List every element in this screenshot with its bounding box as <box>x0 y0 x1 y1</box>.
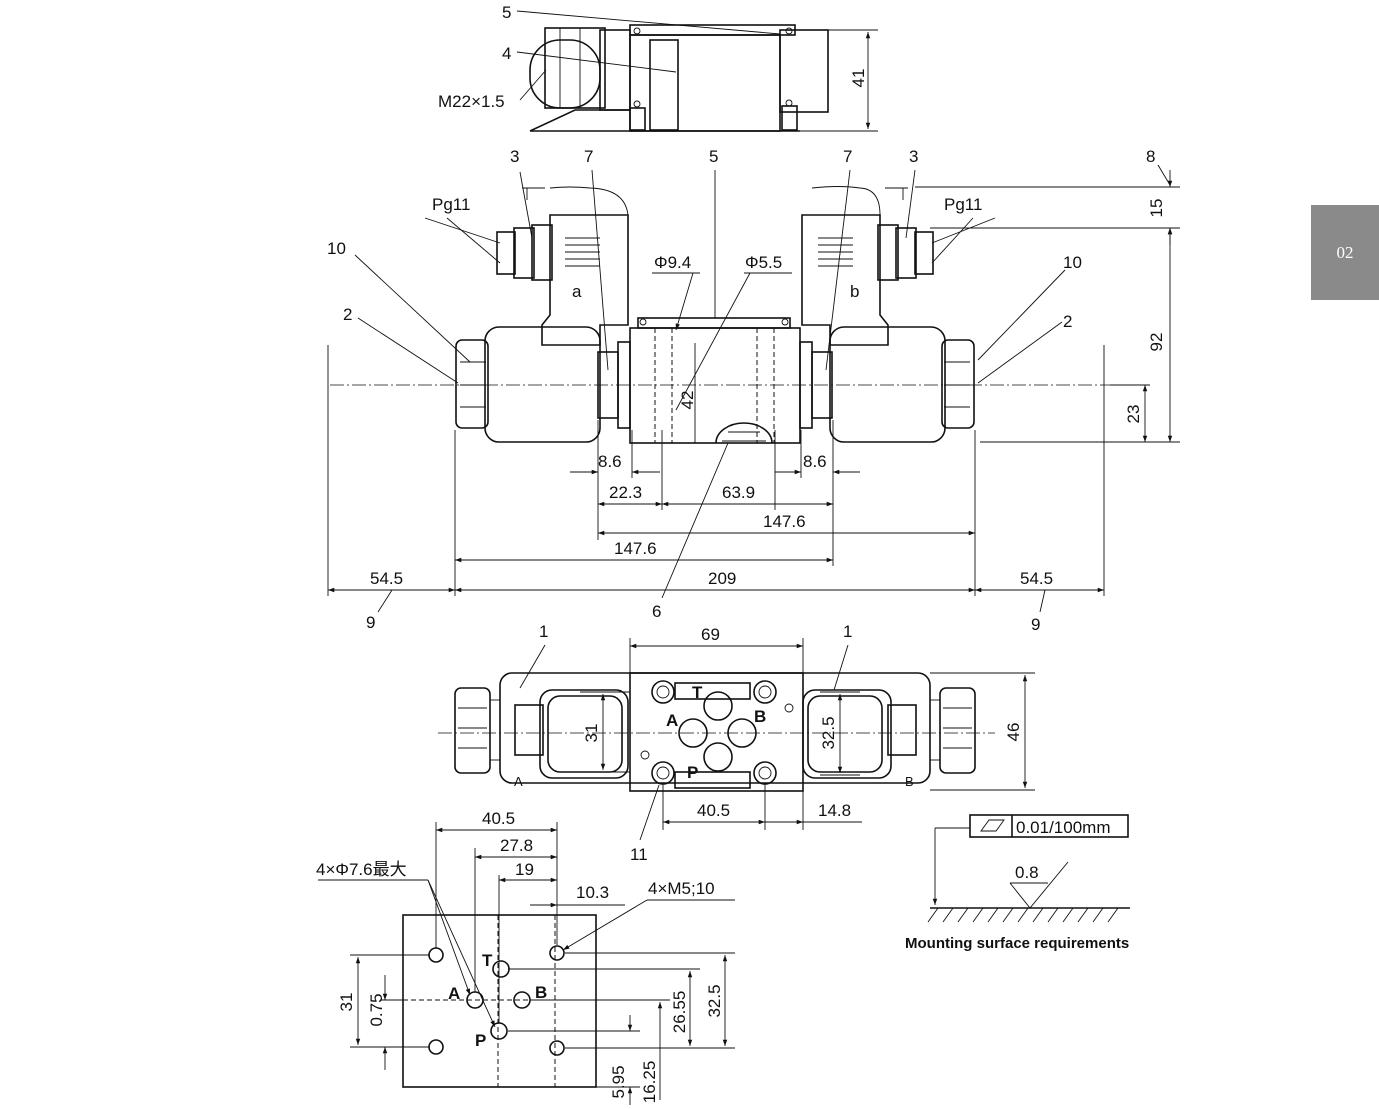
roughness-value: 0.8 <box>1015 863 1039 882</box>
dim-54.5-right: 54.5 <box>1020 569 1053 588</box>
label-2-left: 2 <box>343 305 352 324</box>
label-b: b <box>850 282 859 301</box>
mount-port-p: P <box>475 1031 486 1050</box>
dim-0.75: 0.75 <box>367 993 386 1026</box>
label-m22: M22×1.5 <box>438 92 505 111</box>
dim-69: 69 <box>701 625 720 644</box>
mount-port-t: T <box>482 951 493 970</box>
dim-19: 19 <box>515 860 534 879</box>
label-4: 4 <box>502 44 511 63</box>
dim-26.55: 26.55 <box>670 991 689 1034</box>
dim-41: 41 <box>849 69 868 88</box>
label-1-left: 1 <box>539 622 548 641</box>
dim-92: 92 <box>1147 333 1166 352</box>
port-t: T <box>692 683 703 702</box>
port-b: B <box>754 707 766 726</box>
label-7-left: 7 <box>584 147 593 166</box>
label-pg11-right: Pg11 <box>944 195 982 214</box>
page-number-tab: 02 <box>1311 205 1379 300</box>
dim-31-bottom: 31 <box>582 724 601 743</box>
dim-phi5.5: Φ5.5 <box>745 253 782 272</box>
front-view: a b <box>327 147 1180 634</box>
mount-port-a: A <box>448 984 460 1003</box>
dim-46: 46 <box>1004 723 1023 742</box>
dim-mount-40.5: 40.5 <box>482 809 515 828</box>
dim-27.8: 27.8 <box>500 836 533 855</box>
dim-32.5-bottom: 32.5 <box>819 716 838 749</box>
dim-8.6-left: 8.6 <box>598 452 622 471</box>
label-10-right: 10 <box>1063 253 1082 272</box>
label-3-left: 3 <box>510 147 519 166</box>
label-pg11-left: Pg11 <box>432 195 470 214</box>
hatching <box>927 907 1119 923</box>
label-a: a <box>572 282 582 301</box>
valve-drawing: 41 5 4 M22×1.5 a <box>316 3 1180 1105</box>
page-number: 02 <box>1336 242 1354 262</box>
dim-147.6-a: 147.6 <box>763 512 806 531</box>
dim-23: 23 <box>1124 405 1143 424</box>
flatness-tolerance: 0.01/100mm <box>1016 818 1111 837</box>
label-11: 11 <box>630 845 648 864</box>
label-a-stamp: A <box>514 774 523 789</box>
coil-vent-lines-a <box>565 237 600 267</box>
coil-vent-lines-b <box>818 237 853 267</box>
label-9-right: 9 <box>1031 615 1040 634</box>
dim-22.3: 22.3 <box>609 483 642 502</box>
mounting-caption: Mounting surface requirements <box>905 935 1129 952</box>
label-10-left: 10 <box>327 239 346 258</box>
dim-147.6-b: 147.6 <box>614 539 657 558</box>
top-view: 41 5 4 M22×1.5 <box>438 3 878 132</box>
note-threads: 4×M5;10 <box>648 879 715 898</box>
port-a: A <box>666 711 678 730</box>
dim-5.95: 5.95 <box>609 1065 628 1098</box>
label-9-left: 9 <box>366 613 375 632</box>
dim-14.8: 14.8 <box>818 801 851 820</box>
label-6: 6 <box>652 602 661 621</box>
label-2-right: 2 <box>1063 312 1072 331</box>
bottom-view: T A B P A B 69 31 32.5 46 40.5 14.8 1 1 … <box>438 622 1035 864</box>
label-b-stamp: B <box>905 774 914 789</box>
surface-requirements: 0.01/100mm 0.8 Mounting surface requirem… <box>905 814 1130 952</box>
mount-port-b: B <box>535 983 547 1002</box>
label-1-right: 1 <box>843 622 852 641</box>
label-7-right: 7 <box>843 147 852 166</box>
label-3-right: 3 <box>909 147 918 166</box>
dim-54.5-left: 54.5 <box>370 569 403 588</box>
label-5-top: 5 <box>502 3 511 22</box>
dim-mount-31: 31 <box>337 993 356 1012</box>
dim-mount-32.5: 32.5 <box>705 984 724 1017</box>
dim-42: 42 <box>678 391 697 410</box>
dim-209: 209 <box>708 569 736 588</box>
dim-63.9: 63.9 <box>722 483 755 502</box>
dim-40.5-bottom: 40.5 <box>697 801 730 820</box>
dim-16.25: 16.25 <box>640 1061 659 1104</box>
mounting-face: T A B P 40.5 27.8 19 10.3 31 0.75 <box>316 809 735 1105</box>
dim-8.6-right: 8.6 <box>803 452 827 471</box>
dim-phi9.4: Φ9.4 <box>654 253 691 272</box>
dim-15: 15 <box>1147 199 1166 218</box>
label-5-front: 5 <box>709 147 718 166</box>
note-holes: 4×Φ7.6最大 <box>316 860 407 879</box>
port-p: P <box>687 763 698 782</box>
label-8: 8 <box>1146 147 1155 166</box>
dim-10.3: 10.3 <box>576 883 609 902</box>
